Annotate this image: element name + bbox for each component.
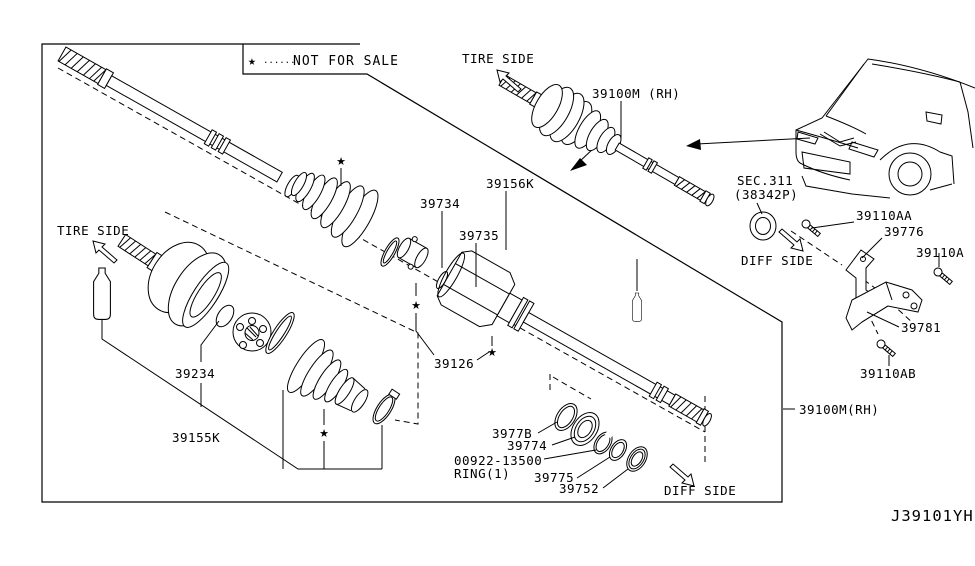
stopper-ring-39234 xyxy=(215,304,235,328)
vehicle-pointer-arrow xyxy=(686,137,811,150)
grease-capsule-marker-right xyxy=(632,292,642,322)
vehicle-front-sketch xyxy=(795,58,975,199)
callout-39110ab[interactable]: 39110AB xyxy=(860,366,916,381)
exploded-plane-dashed-lines xyxy=(57,67,915,463)
bolt-39110aa xyxy=(801,219,822,238)
direction-diff-side-upper: DIFF SIDE xyxy=(741,253,813,268)
bolt-39110ab xyxy=(876,339,897,358)
direction-diff-side-lower: DIFF SIDE xyxy=(664,483,736,498)
boot-clamp xyxy=(372,388,401,425)
not-for-sale-star-boot-outer: ★ xyxy=(319,427,329,440)
callout-ring1[interactable]: RING(1) xyxy=(454,466,510,481)
callout-39234[interactable]: 39234 xyxy=(175,366,215,381)
oil-seal-sec311 xyxy=(749,211,777,241)
callout-sec311[interactable]: SEC.311 xyxy=(737,173,793,188)
drawing-code: J39101YH xyxy=(891,507,974,525)
not-for-sale-star-boot-inner: ★ xyxy=(336,155,346,168)
large-retainer-ring xyxy=(265,312,295,354)
joint-housing-and-shaft xyxy=(436,250,712,427)
callout-3977b[interactable]: 3977B xyxy=(492,426,532,441)
direction-tire-side-left: TIRE SIDE xyxy=(57,223,129,238)
callout-39774[interactable]: 39774 xyxy=(507,438,547,453)
snap-ring-00922 xyxy=(593,429,614,455)
tire-side-arrow-left xyxy=(92,240,118,264)
leader-lines xyxy=(101,101,940,489)
support-bearing-39774 xyxy=(570,412,600,446)
ball-cage xyxy=(232,312,272,352)
diagram-frame xyxy=(41,43,783,503)
not-for-sale-star-spider: ★ xyxy=(411,299,421,312)
legend-star: ★ xyxy=(248,54,257,69)
grease-capsule-marker-left xyxy=(93,267,111,320)
drive-shaft-assembled xyxy=(498,74,715,207)
diff-side-arrow-lower xyxy=(669,463,695,487)
mounting-bracket-39781 xyxy=(845,281,923,331)
callout-39156k[interactable]: 39156K xyxy=(486,176,534,191)
callout-39734[interactable]: 39734 xyxy=(420,196,460,211)
legend-not-for-sale: NOT FOR SALE xyxy=(293,54,399,69)
cv-joint-outer xyxy=(117,233,230,328)
bolt-39110a xyxy=(933,267,954,286)
tire-side-arrow-top xyxy=(496,69,522,93)
not-for-sale-star-housing: ★ xyxy=(487,346,497,359)
callout-39775[interactable]: 39775 xyxy=(534,470,574,485)
callout-39100m-top[interactable]: 39100M (RH) xyxy=(592,86,680,101)
direction-tire-side-top: TIRE SIDE xyxy=(462,51,534,66)
callout-38342p[interactable]: (38342P) xyxy=(734,187,798,202)
drive-shaft-bar xyxy=(57,46,283,183)
cv-boot-outer xyxy=(287,339,369,413)
callout-39110a[interactable]: 39110A xyxy=(916,245,964,260)
support-bearing-parts-row xyxy=(554,402,648,472)
cv-boot-inner xyxy=(290,171,379,248)
callout-00922-13500[interactable]: 00922-13500 xyxy=(454,453,542,468)
slide-joint-ring xyxy=(380,237,400,267)
diff-side-arrow-upper xyxy=(778,228,804,252)
callout-39126[interactable]: 39126 xyxy=(434,356,474,371)
callout-39781[interactable]: 39781 xyxy=(901,320,941,335)
seal-39752 xyxy=(626,446,648,472)
ring-39775 xyxy=(608,439,628,461)
dust-shield-3977b xyxy=(554,402,578,432)
callout-39110aa[interactable]: 39110AA xyxy=(856,208,912,223)
callout-39155k[interactable]: 39155K xyxy=(172,430,220,445)
callout-39752[interactable]: 39752 xyxy=(559,481,599,496)
callout-39100m-right[interactable]: 39100M(RH) xyxy=(799,402,879,417)
callout-39735[interactable]: 39735 xyxy=(459,228,499,243)
callout-39776[interactable]: 39776 xyxy=(884,224,924,239)
legend-dots: ...... xyxy=(263,56,296,66)
spider-joint xyxy=(396,236,429,270)
